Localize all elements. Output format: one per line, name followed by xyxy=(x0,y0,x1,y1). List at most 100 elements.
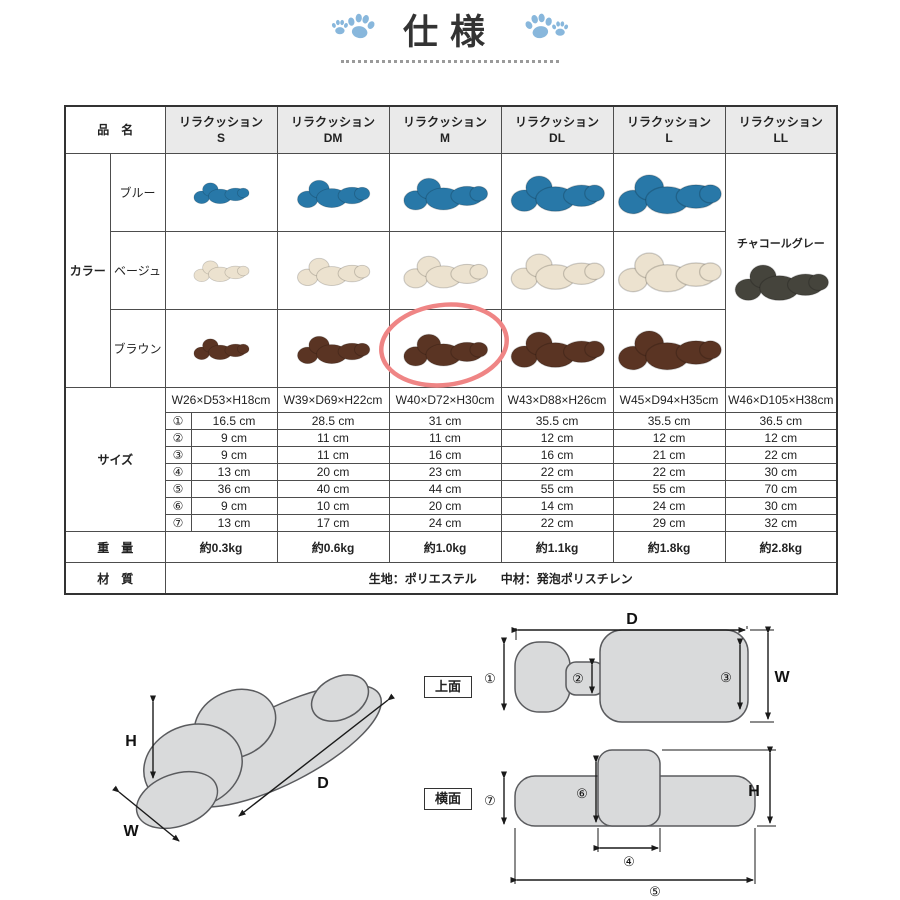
charcoal-color-label: チャコールグレー xyxy=(736,238,825,250)
size-row-number: ⑥ xyxy=(164,497,192,515)
overall-dim-l: W45×D94×H35cm xyxy=(612,387,726,413)
cushion-image xyxy=(734,264,829,301)
size-value-s: 36 cm xyxy=(190,480,278,498)
size-value-dl: 35.5 cm xyxy=(500,412,614,430)
color-row-brown: ブラウン xyxy=(65,309,837,388)
color-section-label: カラー xyxy=(64,153,111,388)
product-size: LL xyxy=(773,131,789,145)
size-value-dm: 11 cm xyxy=(276,446,390,464)
product-name: リラクッション xyxy=(515,114,600,129)
iso-d-label: D xyxy=(317,775,329,792)
cushion-image xyxy=(403,255,489,288)
page-title-bar: 仕様 xyxy=(0,4,900,55)
product-name: リラクッション xyxy=(627,114,712,129)
cushion-blue-m xyxy=(388,153,502,232)
size-value-dl: 16 cm xyxy=(500,446,614,464)
side-n7-label: ⑦ xyxy=(484,793,496,808)
size-row: ② 9 cm 11 cm 11 cm 12 cm 12 cm 12 cm xyxy=(65,429,838,447)
cushion-image xyxy=(297,179,371,208)
cushion-blue-l xyxy=(612,153,726,232)
cushion-beige-m xyxy=(388,231,502,310)
material-row: 材 質 生地：ポリエステル 中材：発泡ポリスチレン xyxy=(64,562,838,595)
color-label-blue: ブルー xyxy=(109,153,166,232)
cushion-brown-l xyxy=(612,309,726,388)
size-row-number: ③ xyxy=(164,446,192,464)
product-header-ll: リラクッション LL xyxy=(724,105,838,154)
title-underline-dots xyxy=(341,60,559,63)
size-value-m: 20 cm xyxy=(388,497,502,515)
cushion-image xyxy=(617,251,722,292)
size-row: ⑤ 36 cm 40 cm 44 cm 55 cm 55 cm 70 cm xyxy=(65,480,838,498)
cushion-image xyxy=(403,177,489,210)
weight-ll: 約2.8kg xyxy=(724,531,838,563)
size-value-s: 16.5 cm xyxy=(190,412,278,430)
size-value-l: 12 cm xyxy=(612,429,726,447)
weight-l: 約1.8kg xyxy=(612,531,726,563)
size-row-number: ② xyxy=(164,429,192,447)
paw-print-icon-left xyxy=(331,11,377,40)
side-n4-label: ④ xyxy=(623,854,635,869)
cushion-brown-s xyxy=(164,309,278,388)
size-value-m: 23 cm xyxy=(388,463,502,481)
product-size: DM xyxy=(323,131,343,145)
cushion-image xyxy=(193,338,250,360)
color-label-brown: ブラウン xyxy=(109,309,166,388)
product-name-label: 品 名 xyxy=(64,105,166,154)
top-n3-label: ③ xyxy=(720,670,732,685)
size-value-dl: 22 cm xyxy=(500,463,614,481)
size-value-dm: 11 cm xyxy=(276,429,390,447)
size-value-dm: 40 cm xyxy=(276,480,390,498)
top-n1-label: ① xyxy=(484,671,496,686)
overall-dim-m: W40×D72×H30cm xyxy=(388,387,502,413)
material-section-label: 材 質 xyxy=(64,562,166,595)
cushion-image xyxy=(617,329,722,370)
weight-dm: 約0.6kg xyxy=(276,531,390,563)
size-value-m: 16 cm xyxy=(388,446,502,464)
side-h-label: H xyxy=(748,783,760,800)
product-header-dm: リラクッション DM xyxy=(276,105,390,154)
material-value: 生地：ポリエステル 中材：発泡ポリスチレン xyxy=(164,562,838,595)
cushion-brown-dm xyxy=(276,309,390,388)
weight-dl: 約1.1kg xyxy=(500,531,614,563)
size-value-m: 11 cm xyxy=(388,429,502,447)
size-value-ll: 12 cm xyxy=(724,429,838,447)
size-value-s: 9 cm xyxy=(190,446,278,464)
product-header-dl: リラクッション DL xyxy=(500,105,614,154)
size-row: ⑥ 9 cm 10 cm 20 cm 14 cm 24 cm 30 cm xyxy=(65,497,838,515)
product-header-m: リラクッション M xyxy=(388,105,502,154)
dimensions-row: サイズ W26×D53×H18cm W39×D69×H22cm W40×D72×… xyxy=(64,387,838,532)
size-value-s: 9 cm xyxy=(190,429,278,447)
size-row-number: ⑦ xyxy=(164,514,192,532)
cushion-brown-dl xyxy=(500,309,614,388)
size-value-l: 24 cm xyxy=(612,497,726,515)
size-value-ll: 22 cm xyxy=(724,446,838,464)
top-view-diagram: D ① ② ③ W xyxy=(484,612,790,723)
weight-m: 約1.0kg xyxy=(388,531,502,563)
w-measure-arrow xyxy=(112,785,180,842)
cushion-image xyxy=(193,182,250,204)
size-value-l: 22 cm xyxy=(612,463,726,481)
product-size: DL xyxy=(549,131,566,145)
cushion-image xyxy=(193,260,250,282)
side-n6-label: ⑥ xyxy=(576,786,588,801)
top-view-label: 上面 xyxy=(424,676,473,698)
cushion-image xyxy=(510,331,606,368)
weight-section-label: 重 量 xyxy=(64,531,166,563)
size-value-s: 9 cm xyxy=(190,497,278,515)
size-row: ⑦ 13 cm 17 cm 24 cm 22 cm 29 cm 32 cm xyxy=(65,514,838,532)
product-size: M xyxy=(440,131,451,145)
size-row-number: ⑤ xyxy=(164,480,192,498)
cushion-blue-s xyxy=(164,153,278,232)
size-value-dl: 12 cm xyxy=(500,429,614,447)
weight-s: 約0.3kg xyxy=(164,531,278,563)
cushion-beige-l xyxy=(612,231,726,310)
product-size: L xyxy=(665,131,673,145)
size-value-ll: 30 cm xyxy=(724,497,838,515)
product-name: リラクッション xyxy=(403,114,488,129)
cushion-blue-dl xyxy=(500,153,614,232)
size-value-m: 24 cm xyxy=(388,514,502,532)
weight-row: 重 量 約0.3kg 約0.6kg 約1.0kg 約1.1kg 約1.8kg 約… xyxy=(64,531,838,563)
product-name: リラクッション xyxy=(291,114,376,129)
cushion-beige-s xyxy=(164,231,278,310)
size-row-number: ① xyxy=(164,412,192,430)
